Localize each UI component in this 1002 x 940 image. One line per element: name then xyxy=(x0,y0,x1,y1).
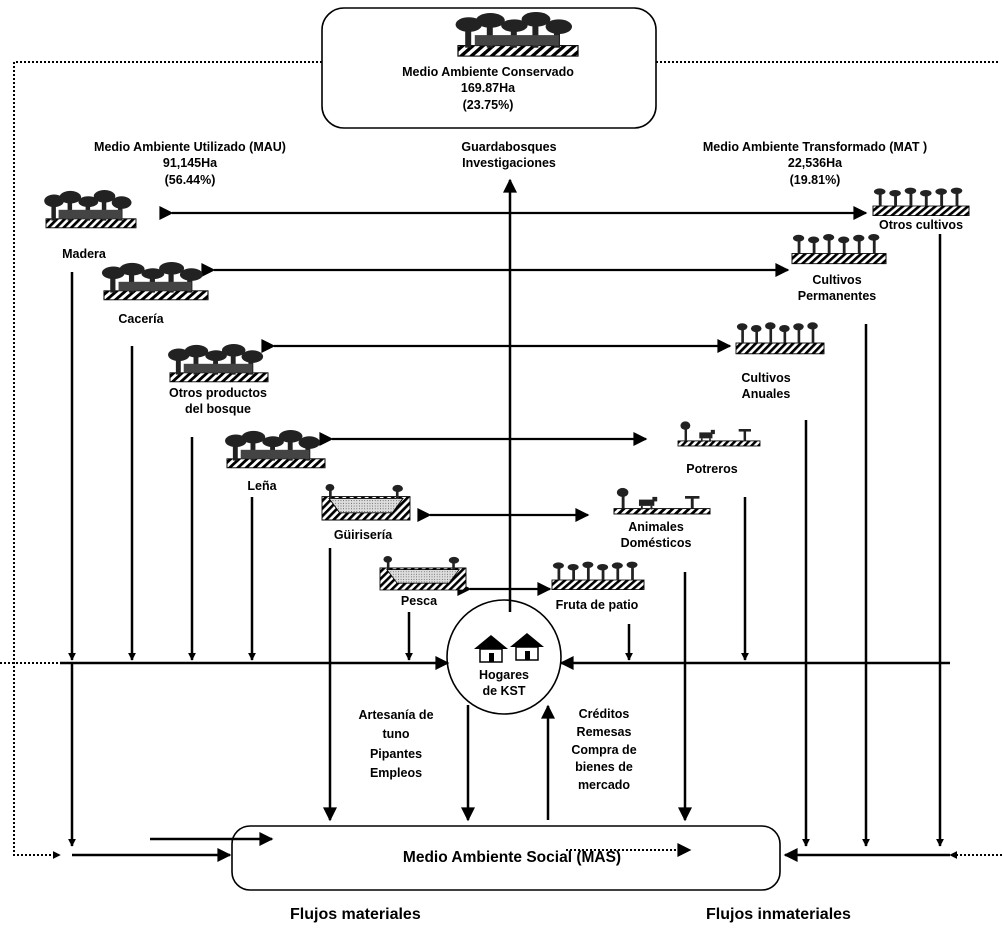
houses-icon xyxy=(474,633,544,663)
guardabosques-line2: Investigaciones xyxy=(462,156,556,171)
outflow-artesania-1: Artesanía de xyxy=(358,708,434,722)
inflow-compra: Compra de xyxy=(571,742,637,757)
mat-title: Medio Ambiente Transformado (MAT ) xyxy=(702,140,928,154)
guardabosques-line1: Guardabosques xyxy=(461,140,557,154)
mat-pct: (19.81%) xyxy=(789,172,841,187)
households-label: Hogares de KST xyxy=(479,667,529,700)
permanentes-line1: Cultivos xyxy=(812,273,862,287)
lena-forest-icon xyxy=(224,429,326,469)
outflow-pipantes: Pipantes xyxy=(369,746,423,761)
anuales-label: Cultivos Anuales xyxy=(741,370,790,403)
outflow-empleos: Empleos xyxy=(369,766,423,781)
immaterial-flow-left xyxy=(13,61,322,859)
conserved-pct: (23.75%) xyxy=(462,97,514,112)
otros-productos-label: Otros productos del bosque xyxy=(169,385,267,418)
inflow-mercado: mercado xyxy=(577,778,631,792)
madera-forest-icon xyxy=(43,189,137,229)
anuales-crops-icon xyxy=(735,321,825,355)
outflow-artesania-2: tuno xyxy=(382,727,410,742)
conserved-title: Medio Ambiente Conservado xyxy=(402,65,574,79)
social-environment-box xyxy=(231,825,781,891)
conserved-environment-box xyxy=(321,7,657,129)
legend-immaterial-label: Flujos inmateriales xyxy=(706,906,851,923)
permanentes-crops-icon xyxy=(791,233,887,265)
guardabosques-label: Guardabosques Investigaciones xyxy=(461,139,556,172)
fruta-crops-icon xyxy=(551,561,645,591)
anuales-line1: Cultivos xyxy=(741,371,791,385)
guiriseria-pond-icon xyxy=(321,483,411,521)
households-line2: de KST xyxy=(482,684,526,699)
inflow-remesas: Remesas xyxy=(576,724,632,739)
mau-pct: (56.44%) xyxy=(164,172,216,187)
otros-productos-line2: del bosque xyxy=(185,402,251,417)
caceria-forest-icon xyxy=(101,261,209,301)
outflows-label: Artesanía de tuno Pipantes Empleos xyxy=(358,706,433,784)
animales-label: Animales Domésticos xyxy=(621,519,692,552)
caceria-label: Cacería xyxy=(118,312,164,326)
mat-label: Medio Ambiente Transformado (MAT ) 22,53… xyxy=(703,139,927,188)
otros-productos-line1: Otros productos xyxy=(169,386,267,400)
lena-label: Leña xyxy=(247,479,277,493)
potreros-label: Potreros xyxy=(686,462,738,476)
guiriseria-label: Güirisería xyxy=(333,528,393,542)
otros-forest-icon xyxy=(167,343,269,383)
otros-cultivos-crops-icon xyxy=(872,187,970,217)
anuales-line2: Anuales xyxy=(741,387,791,402)
mau-area: 91,145Ha xyxy=(162,156,218,171)
potreros-pasture-icon xyxy=(677,420,761,447)
madera-label: Madera xyxy=(62,247,106,261)
inflow-creditos: Créditos xyxy=(578,707,630,721)
permanentes-label: Cultivos Permanentes xyxy=(798,272,877,305)
pesca-pond-icon xyxy=(379,555,467,591)
conserved-area: 169.87Ha xyxy=(460,81,516,96)
otros-cultivos-label: Otros cultivos xyxy=(878,218,964,232)
animales-line2: Domésticos xyxy=(620,536,692,551)
social-title: Medio Ambiente Social (MAS) xyxy=(402,849,622,866)
inflow-bienes: bienes de xyxy=(575,760,633,775)
conserved-label: Medio Ambiente Conservado 169.87Ha (23.7… xyxy=(402,64,574,113)
fruta-label: Fruta de patio xyxy=(555,598,639,612)
pesca-label: Pesca xyxy=(400,594,438,608)
mau-label: Medio Ambiente Utilizado (MAU) 91,145Ha … xyxy=(94,139,286,188)
permanentes-line2: Permanentes xyxy=(797,289,877,304)
legend-material-label: Flujos materiales xyxy=(290,906,421,923)
inflows-label: Créditos Remesas Compra de bienes de mer… xyxy=(571,706,636,795)
animales-pasture-icon xyxy=(613,487,711,515)
mat-area: 22,536Ha xyxy=(787,156,843,171)
households-line1: Hogares xyxy=(478,668,530,682)
mau-title: Medio Ambiente Utilizado (MAU) xyxy=(94,140,286,154)
animales-line1: Animales xyxy=(628,520,684,534)
